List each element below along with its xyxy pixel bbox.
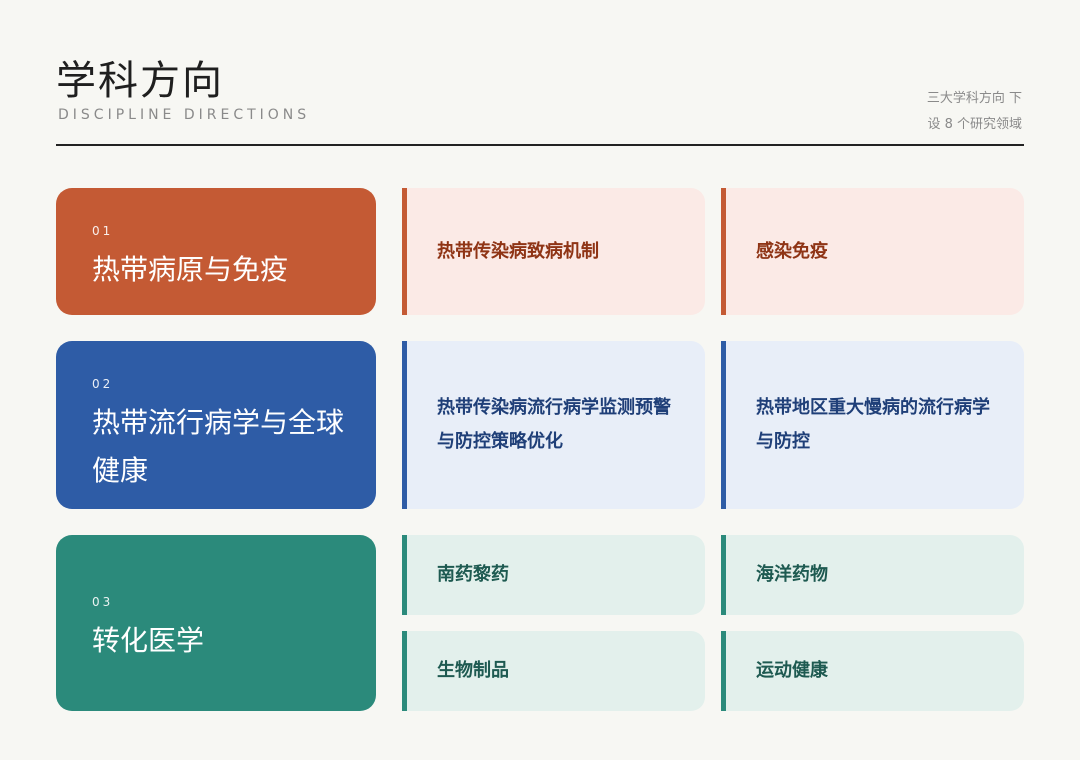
field-label: 热带传染病流行病学监测预警与防控策略优化 <box>437 397 671 452</box>
field-card-sports-health: 运动健康 <box>721 631 1024 711</box>
field-label: 感染免疫 <box>756 240 828 262</box>
field-card-pathogenesis: 热带传染病致病机制 <box>402 188 705 315</box>
field-card-biologics: 生物制品 <box>402 631 705 711</box>
category-number: 02 <box>92 377 114 391</box>
category-number: 03 <box>92 595 114 609</box>
summary-note: 三大学科方向 下 设 8 个研究领域 <box>927 86 1022 138</box>
category-card-translational-medicine: 03 转化医学 <box>56 535 376 711</box>
field-label: 运动健康 <box>756 660 828 681</box>
category-name: 热带流行病学与全球健康 <box>92 406 345 487</box>
summary-note-line-1: 三大学科方向 下 <box>926 91 1022 106</box>
field-label: 南药黎药 <box>437 564 509 585</box>
category-name: 热带病原与免疫 <box>92 253 289 286</box>
field-card-southern-li-medicine: 南药黎药 <box>402 535 705 615</box>
category-card-epidemiology-global-health: 02 热带流行病学与全球健康 <box>56 341 376 509</box>
field-label: 热带传染病致病机制 <box>437 240 599 262</box>
page-title: 学科方向 <box>56 58 224 104</box>
category-name: 转化医学 <box>92 624 205 657</box>
field-label: 生物制品 <box>437 660 509 681</box>
field-card-surveillance-warning: 热带传染病流行病学监测预警与防控策略优化 <box>402 341 705 509</box>
category-number: 01 <box>92 224 114 238</box>
field-card-chronic-disease: 热带地区重大慢病的流行病学与防控 <box>721 341 1024 509</box>
page-subtitle: DISCIPLINE DIRECTIONS <box>58 107 311 123</box>
page-header: 学科方向 DISCIPLINE DIRECTIONS 三大学科方向 下 设 8 … <box>56 58 1024 146</box>
summary-note-line-2: 设 8 个研究领域 <box>927 117 1022 132</box>
field-card-infection-immunity: 感染免疫 <box>721 188 1024 315</box>
field-card-marine-drugs: 海洋药物 <box>721 535 1024 615</box>
category-card-pathogen-immunity: 01 热带病原与免疫 <box>56 188 376 315</box>
field-label: 热带地区重大慢病的流行病学与防控 <box>756 397 990 452</box>
field-label: 海洋药物 <box>756 564 828 585</box>
